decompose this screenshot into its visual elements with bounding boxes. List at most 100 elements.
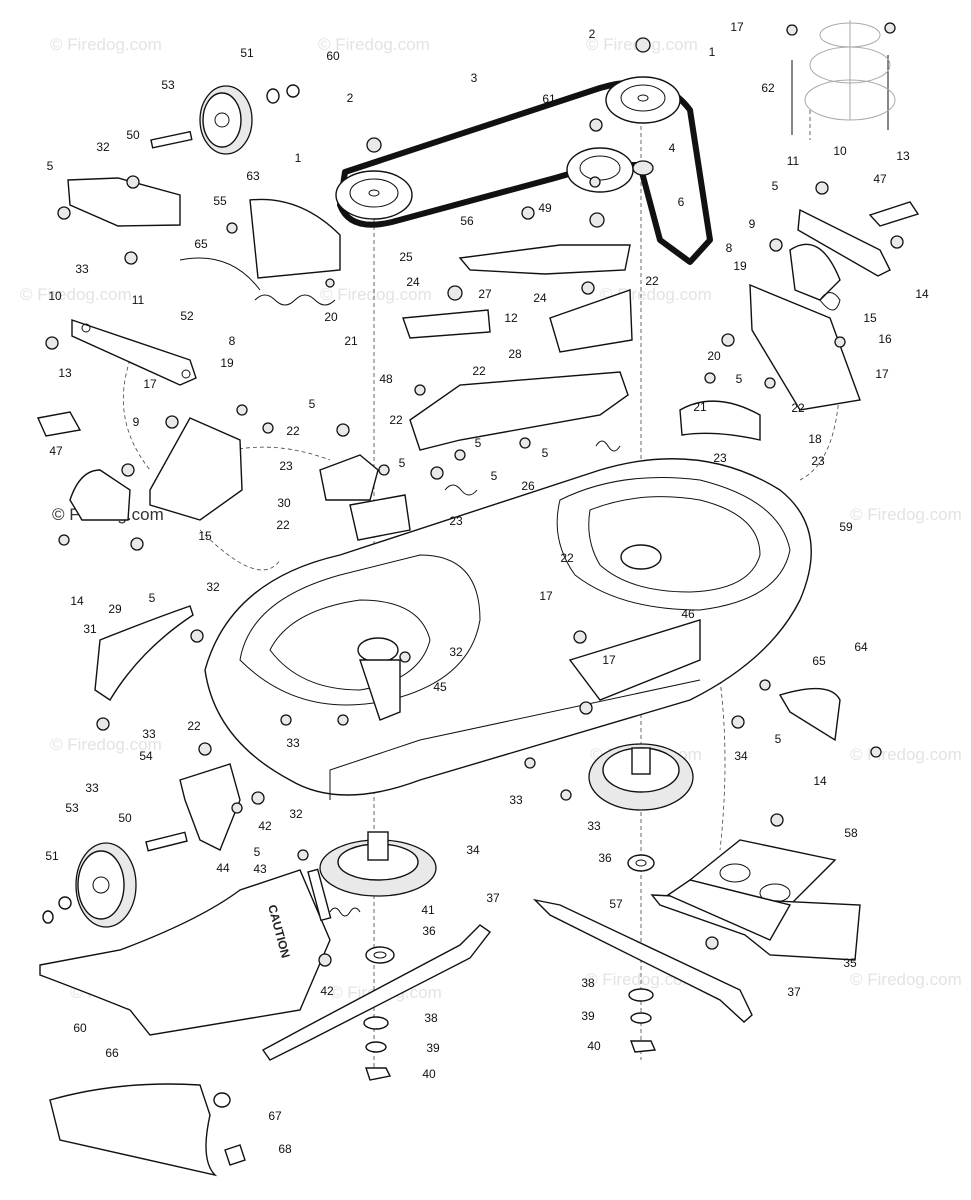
callout-label: 67 (268, 1109, 282, 1123)
callout-label: 22 (560, 551, 574, 565)
callout-label: 23 (279, 459, 293, 473)
callout-label: 29 (108, 602, 122, 616)
callout-label: 66 (105, 1046, 119, 1060)
lift-arm-right (797, 208, 891, 277)
callout-label: 53 (161, 78, 175, 92)
callout-label: 5 (736, 372, 743, 386)
lift-arm-left (71, 319, 197, 386)
callout-label: 63 (246, 169, 260, 183)
callout-label: 26 (521, 479, 535, 493)
callout-label: 17 (602, 653, 616, 667)
callout-label: 6 (678, 195, 685, 209)
callout-label: 36 (422, 924, 436, 938)
blade-guard-23-right (679, 400, 761, 441)
callout-label: 62 (761, 81, 775, 95)
callout-label: 11 (132, 293, 145, 307)
pulley-right (605, 76, 681, 124)
mower-deck-housing (204, 458, 812, 800)
callout-label: 5 (475, 436, 482, 450)
callout-label: 38 (581, 976, 595, 990)
callout-label: 28 (508, 347, 522, 361)
callout-label: 1 (295, 151, 302, 165)
deck-bracket-45 (359, 659, 401, 721)
callout-label: 32 (289, 807, 303, 821)
callout-label: 21 (693, 400, 707, 414)
watermark-text: © Firedog.com (850, 745, 962, 764)
watermark-text: © Firedog.com (20, 285, 132, 304)
callout-label: 5 (149, 591, 156, 605)
deck-bracket-46 (568, 619, 701, 701)
cover-63 (249, 198, 341, 279)
support-plates (650, 839, 861, 961)
right-brackets (749, 201, 920, 742)
springs (179, 257, 621, 917)
idler-bracket-28 (409, 371, 629, 451)
callout-label: 42 (320, 984, 334, 998)
callout-label: 13 (58, 366, 72, 380)
callout-label: 51 (45, 849, 59, 863)
callout-label: 5 (491, 469, 498, 483)
watermark-text: © Firedog.com (318, 35, 430, 54)
callout-label: 3 (471, 71, 478, 85)
callout-label: 5 (399, 456, 406, 470)
mulch-plug-66 (49, 1083, 246, 1177)
callout-label: 27 (478, 287, 492, 301)
callout-label: 47 (873, 172, 887, 186)
blades (261, 898, 753, 1081)
callout-label: 33 (587, 819, 601, 833)
callout-label: 22 (187, 719, 201, 733)
callout-label: 4 (669, 141, 676, 155)
callout-label: 1 (709, 45, 716, 59)
callout-label: 51 (240, 46, 254, 60)
callout-label: 14 (915, 287, 929, 301)
callout-label: 46 (681, 607, 695, 621)
spindle-right (588, 743, 694, 872)
callout-label: 22 (286, 424, 300, 438)
callout-label: 42 (258, 819, 272, 833)
left-brackets (37, 177, 341, 851)
callout-label: 48 (379, 372, 393, 386)
callout-label: 41 (421, 903, 435, 917)
chute-44 (39, 869, 331, 1036)
watermark-text: © Firedog.com (850, 505, 962, 524)
callout-label: 14 (70, 594, 84, 608)
cover-64 (778, 687, 841, 742)
idler-arm-plates (319, 244, 761, 541)
callout-label: 40 (587, 1039, 601, 1053)
callout-label: 11 (787, 154, 800, 168)
callout-label: 18 (808, 432, 822, 446)
watermark-text: © Firedog.com (50, 735, 162, 754)
callout-label: 35 (843, 956, 857, 970)
callout-label: 38 (424, 1011, 438, 1025)
callout-label: 17 (539, 589, 553, 603)
callout-label: 23 (449, 514, 463, 528)
callout-label: 15 (198, 529, 212, 543)
callout-label: 23 (713, 451, 727, 465)
pulley-left (335, 170, 413, 220)
blade-guard-23-left (319, 454, 379, 501)
callout-label: 32 (206, 580, 220, 594)
callout-label: 2 (347, 91, 354, 105)
callout-label: 22 (276, 518, 290, 532)
gauge-wheel-upper (150, 84, 300, 155)
callout-label: 20 (324, 310, 338, 324)
callout-label: 5 (309, 397, 316, 411)
callout-label: 56 (460, 214, 474, 228)
callout-label: 5 (772, 179, 779, 193)
callout-label: 58 (844, 826, 858, 840)
callout-label: 17 (143, 377, 157, 391)
callout-label: 10 (833, 144, 847, 158)
callout-label: 65 (812, 654, 826, 668)
callout-label: 30 (277, 496, 291, 510)
callout-label: 19 (733, 259, 747, 273)
callout-label: 24 (533, 291, 547, 305)
callout-label: 2 (589, 27, 596, 41)
idler-pulley (566, 147, 634, 193)
callout-label: 33 (142, 727, 156, 741)
callout-label: 52 (180, 309, 194, 323)
callout-label: 39 (426, 1041, 440, 1055)
callout-label: 25 (399, 250, 413, 264)
callout-label: 65 (194, 237, 208, 251)
spindle-left (319, 831, 437, 964)
